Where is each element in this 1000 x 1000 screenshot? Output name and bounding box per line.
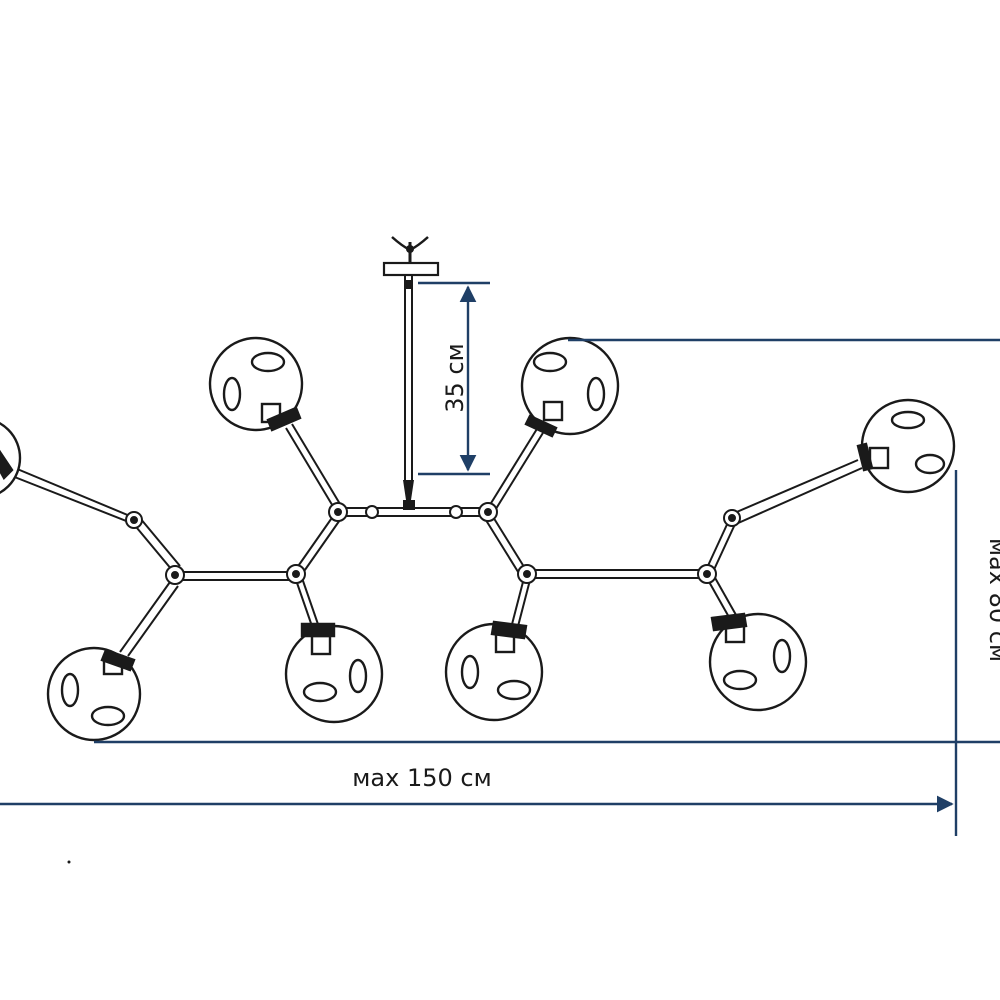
ceiling-mount xyxy=(382,236,440,277)
max-height-label: мах 80 см xyxy=(984,538,1000,662)
lamp-far-left xyxy=(0,421,22,495)
frame-arms xyxy=(9,423,863,657)
dimension-max-height: мах 80 см xyxy=(568,338,1000,836)
suspension-rod xyxy=(403,275,415,510)
frame-joints xyxy=(125,502,741,585)
lamp-bottom-3 xyxy=(444,620,544,722)
lamp-globes xyxy=(0,336,956,742)
dimension-drop-length: 35 см xyxy=(418,281,490,476)
lamp-top-left xyxy=(208,336,304,432)
lamp-bottom-2 xyxy=(284,622,384,724)
lamp-far-right xyxy=(856,398,956,494)
dimension-max-width: мах 150 см xyxy=(0,740,1000,813)
stray-dot xyxy=(67,860,71,864)
lamp-bottom-4 xyxy=(708,612,808,712)
drop-length-label: 35 см xyxy=(441,343,469,412)
max-width-label: мах 150 см xyxy=(352,764,491,792)
lamp-bottom-1 xyxy=(46,646,142,742)
lamp-top-right xyxy=(520,336,620,438)
